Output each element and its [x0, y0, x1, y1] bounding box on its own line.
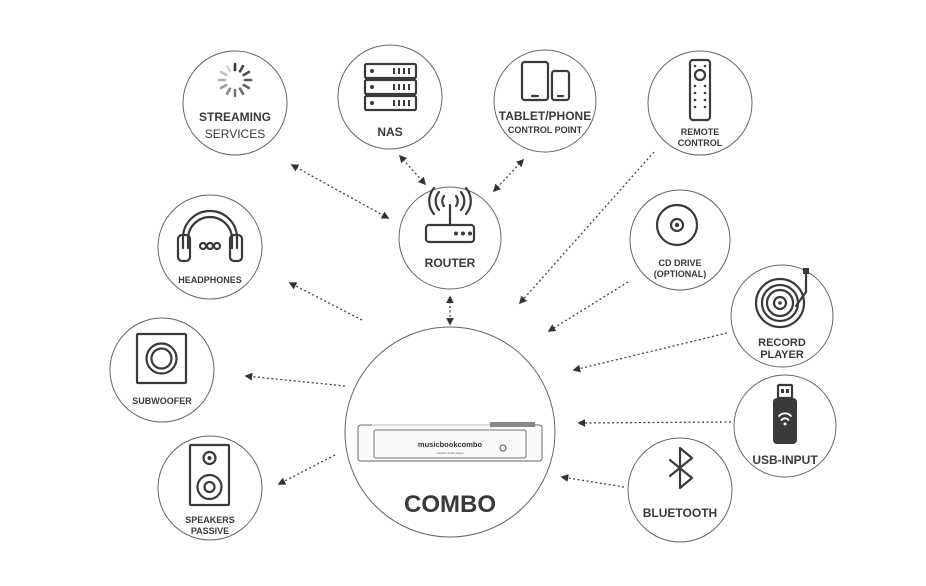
remote-label-2: CONTROL	[678, 138, 723, 148]
node-bluetooth: BLUETOOTH	[627, 437, 733, 543]
connectors	[244, 151, 732, 488]
speakers-label-2: PASSIVE	[191, 526, 229, 536]
combo-device-icon: musicbookcombo network audio player	[357, 422, 543, 462]
node-streaming-services: STREAMING SERVICES	[182, 50, 288, 156]
turntable-icon	[754, 268, 809, 329]
tablet-label-1: TABLET/PHONE	[499, 109, 591, 123]
nas-label: NAS	[377, 125, 402, 139]
connector-remote-combo	[518, 151, 655, 305]
headphones-label: HEADPHONES	[178, 275, 242, 285]
combo-title: COMBO	[404, 491, 496, 518]
node-headphones: HEADPHONES	[157, 194, 263, 300]
connector-streaming-router	[290, 164, 390, 219]
speaker-icon	[188, 443, 231, 507]
tablet-phone-icon	[520, 60, 571, 102]
headphones-icon	[176, 209, 244, 263]
subwoofer-label: SUBWOOFER	[132, 396, 192, 406]
connector-bluetooth-combo	[560, 474, 625, 488]
cd-label-2: (OPTIONAL)	[654, 269, 707, 279]
connector-combo-headphones	[288, 282, 363, 321]
record-label-2: PLAYER	[760, 349, 804, 361]
router-icon	[424, 186, 476, 244]
node-router: ROUTER	[398, 186, 502, 290]
streaming-label-1: STREAMING	[199, 110, 271, 124]
device-sub-text: network audio player	[436, 451, 464, 455]
bluetooth-icon	[668, 446, 694, 490]
device-brand-text: musicbookcombo	[418, 440, 483, 449]
connector-combo-speakers	[277, 454, 336, 485]
connector-usb-combo	[577, 419, 732, 427]
connector-record-combo	[572, 332, 728, 373]
remote-label-1: REMOTE	[681, 127, 720, 137]
connector-combo-subwoofer	[244, 372, 346, 387]
speakers-label-1: SPEAKERS	[185, 515, 235, 525]
connector-cd-combo	[547, 281, 629, 332]
node-subwoofer: SUBWOOFER	[109, 317, 215, 423]
router-label: ROUTER	[425, 256, 476, 270]
record-label-1: RECORD	[758, 337, 806, 349]
node-cd-drive: CD DRIVE (OPTIONAL)	[629, 189, 731, 291]
remote-control-icon	[688, 58, 712, 122]
node-nas: NAS	[337, 44, 443, 150]
node-tablet-phone: TABLET/PHONE CONTROL POINT	[493, 49, 597, 153]
loading-spinner-icon	[217, 62, 253, 98]
usb-label: USB-INPUT	[752, 453, 818, 467]
connector-nas-router	[398, 154, 427, 186]
node-combo: musicbookcombo network audio player COMB…	[344, 326, 556, 538]
usb-stick-icon	[773, 383, 797, 444]
streaming-label-2: SERVICES	[205, 127, 265, 141]
tablet-label-2: CONTROL POINT	[508, 125, 583, 135]
node-remote-control: REMOTE CONTROL	[647, 50, 753, 156]
subwoofer-icon	[135, 332, 188, 385]
node-speakers-passive: SPEAKERS PASSIVE	[157, 435, 263, 541]
cd-icon	[655, 203, 699, 247]
server-rack-icon	[363, 62, 418, 112]
cd-label-1: CD DRIVE	[658, 258, 701, 268]
node-record-player: RECORD PLAYER	[730, 264, 834, 368]
bluetooth-label: BLUETOOTH	[643, 506, 717, 520]
node-usb-input: USB-INPUT	[733, 374, 837, 478]
connector-tablet-router	[492, 158, 525, 193]
